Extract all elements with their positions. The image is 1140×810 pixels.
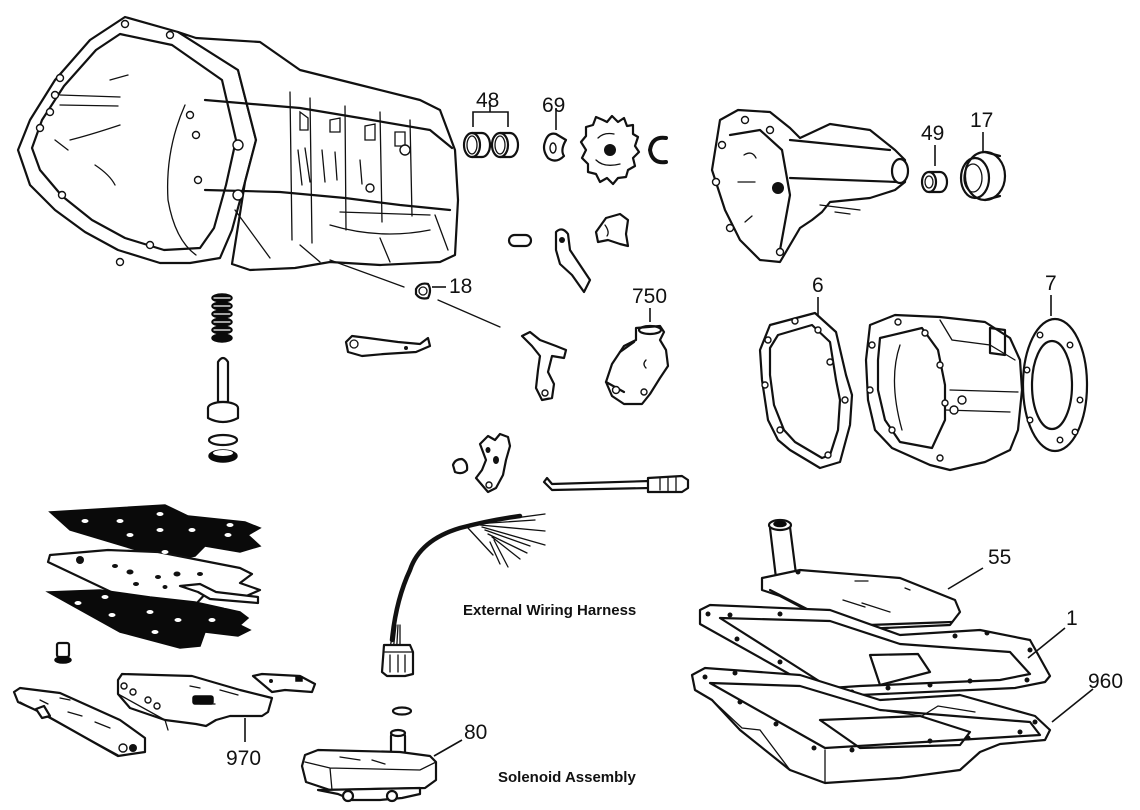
callout-970: 970 — [226, 747, 262, 770]
pan-holes — [702, 670, 1038, 753]
spring — [211, 293, 233, 343]
callout-17: 17 — [970, 109, 994, 132]
flange-bolt-holes — [35, 19, 203, 267]
separator-plate-stack — [45, 504, 262, 649]
plate-holes — [74, 512, 234, 634]
part-55-filter — [760, 518, 984, 632]
caption-external-wiring-harness: External Wiring Harness — [463, 602, 637, 619]
part-17-seal — [959, 132, 1007, 202]
adapter-housing — [864, 313, 1024, 472]
part-1-pan-gasket — [698, 603, 1066, 700]
extension-housing — [710, 108, 910, 264]
part-69-retainer — [542, 108, 568, 162]
part-750-switch — [604, 308, 670, 406]
callout-1: 1 — [1066, 607, 1078, 630]
part-7-gasket — [1021, 295, 1089, 453]
part-49-bushing — [920, 145, 949, 194]
accumulator-piston — [206, 293, 240, 463]
snap-ring — [648, 135, 668, 165]
caption-solenoid-assembly: Solenoid Assembly — [498, 769, 636, 786]
part-970-valve-body — [12, 641, 317, 758]
part-80-solenoid — [300, 728, 463, 803]
callout-48: 48 — [476, 89, 500, 112]
callout-6: 6 — [812, 274, 824, 297]
callout-55: 55 — [988, 546, 1012, 569]
external-wiring-harness — [380, 513, 546, 716]
callout-80: 80 — [464, 721, 488, 744]
part-48-bushings — [462, 103, 520, 159]
oil-pump-gear — [579, 114, 641, 186]
callout-7: 7 — [1045, 272, 1057, 295]
callout-49: 49 — [921, 122, 945, 145]
part-960-oil-pan — [690, 666, 1094, 785]
part-6-gasket — [758, 297, 854, 470]
callout-960: 960 — [1088, 670, 1124, 693]
callout-750: 750 — [632, 285, 668, 308]
shift-linkage-parts — [329, 212, 690, 494]
transmission-case — [16, 15, 460, 272]
callout-69: 69 — [542, 94, 566, 117]
callout-18: 18 — [449, 275, 473, 298]
